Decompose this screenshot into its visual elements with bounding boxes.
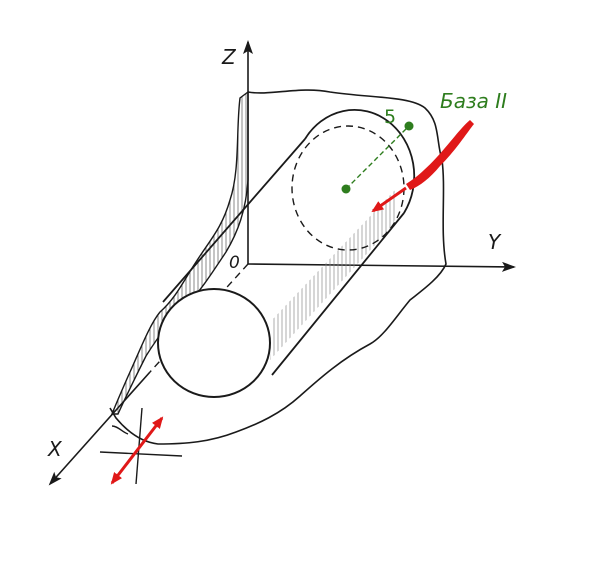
x-axis: [48, 371, 151, 486]
left-side-face: [110, 90, 249, 415]
z-axis-label: Z: [221, 45, 237, 69]
workpiece-outline: [109, 89, 447, 445]
locating-double-arrow: [110, 416, 164, 485]
cylinder-front-ellipse: [157, 288, 271, 398]
cylinder-bottom-edge: [271, 212, 405, 376]
cylinder-top-edge: [162, 138, 306, 303]
y-axis-label: Y: [488, 230, 502, 254]
point-number-label: 5: [384, 106, 396, 128]
datum-point-center: [341, 184, 351, 194]
x-axis-label: X: [47, 437, 63, 461]
locating-mark: [99, 407, 183, 485]
datum-point-end: [404, 121, 414, 131]
y-axis: [247, 261, 516, 272]
base-ii-arrow: [371, 120, 474, 213]
cylinder-inner-shading: [270, 190, 397, 360]
origin-label: 0: [229, 253, 240, 273]
base-ii-arrow-tail: [406, 120, 474, 190]
datum-point-5: 5: [341, 106, 414, 194]
base-ii-label: База II: [440, 89, 507, 113]
base-ii-arrow-head: [371, 186, 407, 213]
datum-leader: [345, 125, 410, 190]
cylinder-hole: [157, 109, 416, 398]
locating-horizontal: [99, 451, 183, 457]
